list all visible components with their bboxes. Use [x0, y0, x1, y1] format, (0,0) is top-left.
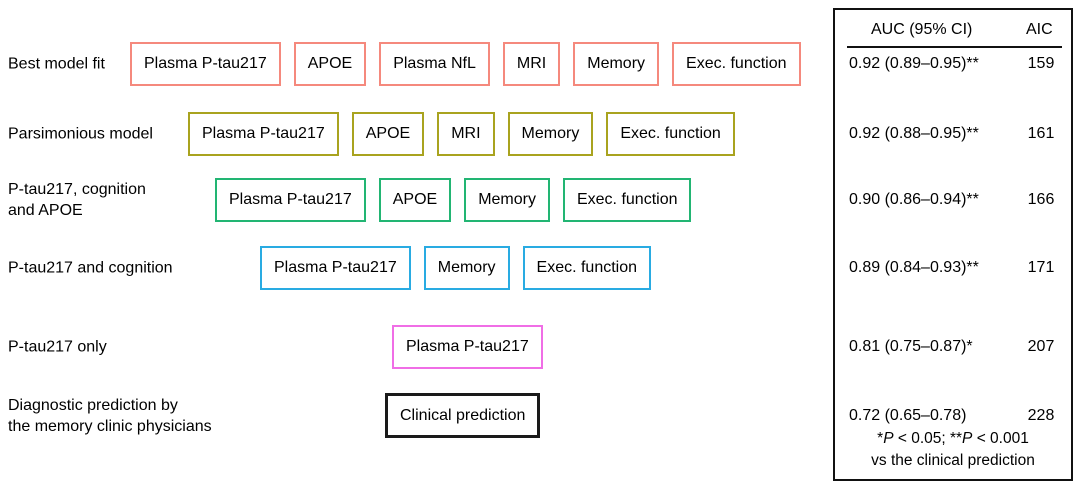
aic-value: 171 [1027, 259, 1055, 276]
model-row-label: P-tau217, cognition and APOE [8, 179, 146, 221]
model-row: P-tau217, cognition and APOE Plasma P-tau2… [0, 178, 830, 222]
predictor-box: Exec. function [522, 246, 652, 290]
aic-value: 166 [1027, 191, 1055, 208]
model-row-label: Parsimonious model [8, 124, 153, 145]
footnote-segment: P [962, 430, 973, 447]
predictor-boxes: Plasma P-tau217 Memory Exec. function [260, 246, 652, 290]
predictor-box: APOE [378, 178, 452, 222]
model-row: Parsimonious model Plasma P-tau217 APOE MRI… [0, 112, 830, 156]
predictor-box: Plasma P-tau217 [130, 42, 281, 86]
predictor-box: Memory [573, 42, 660, 86]
footnote-segment: P [883, 430, 894, 447]
predictor-box: Exec. function [562, 178, 692, 222]
predictor-boxes: Plasma P-tau217 APOE Plasma NfL MRI Memory Ex… [130, 42, 801, 86]
model-row-label: P-tau217 and cognition [8, 258, 173, 279]
predictor-boxes: Clinical prediction [385, 393, 541, 438]
predictor-box: APOE [293, 42, 367, 86]
model-row-label-line: Parsimonious model [8, 125, 153, 143]
model-row-label-line: and APOE [8, 202, 83, 219]
aic-value: 161 [1027, 125, 1055, 142]
predictor-box: Memory [423, 246, 510, 290]
footnote-segment: < 0.001 [972, 430, 1029, 447]
aic-column-header: AIC [1026, 21, 1053, 38]
aic-value: 228 [1027, 406, 1055, 424]
predictor-box: Exec. function [606, 112, 735, 156]
aic-value: 159 [1027, 55, 1055, 72]
model-row-label-line: Best model fit [8, 55, 105, 73]
auc-value: 0.92 (0.88–0.95)** [849, 125, 979, 142]
model-row: P-tau217 only Plasma P-tau217 [0, 325, 830, 369]
auc-value: 0.81 (0.75–0.87)* [849, 338, 973, 355]
predictor-boxes: Plasma P-tau217 [392, 325, 543, 369]
model-row-label: Best model fit [8, 54, 105, 75]
auc-value: 0.90 (0.86–0.94)** [849, 191, 979, 208]
footnote-comparison: vs the clinical prediction [871, 452, 1035, 469]
model-row: P-tau217 and cognition Plasma P-tau217 Mem… [0, 246, 830, 290]
model-row-label-line: P-tau217 only [8, 338, 107, 356]
predictor-box: Plasma NfL [379, 42, 490, 86]
predictor-box: Clinical prediction [385, 393, 541, 438]
footnote-segment: * [877, 430, 884, 447]
model-row-label-line: the memory clinic physicians [8, 417, 212, 435]
predictor-boxes: Plasma P-tau217 APOE MRI Memory Exec. functi… [188, 112, 735, 156]
model-row: Diagnostic prediction by the memory clini… [0, 393, 830, 438]
model-row-label-line: Diagnostic prediction by [8, 396, 178, 414]
auc-column-header: AUC (95% CI) [871, 21, 973, 38]
auc-value: 0.89 (0.84–0.93)** [849, 259, 979, 276]
model-row-label: P-tau217 only [8, 337, 107, 358]
auc-value: 0.92 (0.89–0.95)** [849, 55, 979, 72]
predictor-box: Plasma P-tau217 [188, 112, 339, 156]
predictor-box: Memory [464, 178, 550, 222]
model-row-label: Diagnostic prediction by the memory clini… [8, 395, 212, 437]
predictor-box: Plasma P-tau217 [215, 178, 366, 222]
table-footnote: *P < 0.05; **P < 0.001 vs the clinical p… [835, 428, 1071, 472]
table-header-rule [847, 46, 1062, 48]
aic-value: 207 [1027, 338, 1055, 355]
predictor-box: MRI [502, 42, 561, 86]
model-row-label-line: P-tau217, cognition [8, 181, 146, 198]
footnote-significance: *P < 0.05; **P < 0.001 [835, 428, 1071, 450]
predictor-box: Memory [507, 112, 594, 156]
model-row-label-line: P-tau217 and cognition [8, 259, 173, 277]
predictor-box: MRI [437, 112, 495, 156]
results-table: AUC (95% CI) AIC 0.92 (0.89–0.95)** 159 0.… [833, 8, 1073, 481]
footnote-segment: < 0.05; ** [893, 430, 963, 447]
auc-value: 0.72 (0.65–0.78) [849, 406, 967, 424]
predictor-box: APOE [351, 112, 425, 156]
predictor-box: Plasma P-tau217 [392, 325, 543, 369]
predictor-boxes: Plasma P-tau217 APOE Memory Exec. function [215, 178, 692, 222]
predictor-box: Plasma P-tau217 [260, 246, 411, 290]
predictor-box: Exec. function [672, 42, 801, 86]
